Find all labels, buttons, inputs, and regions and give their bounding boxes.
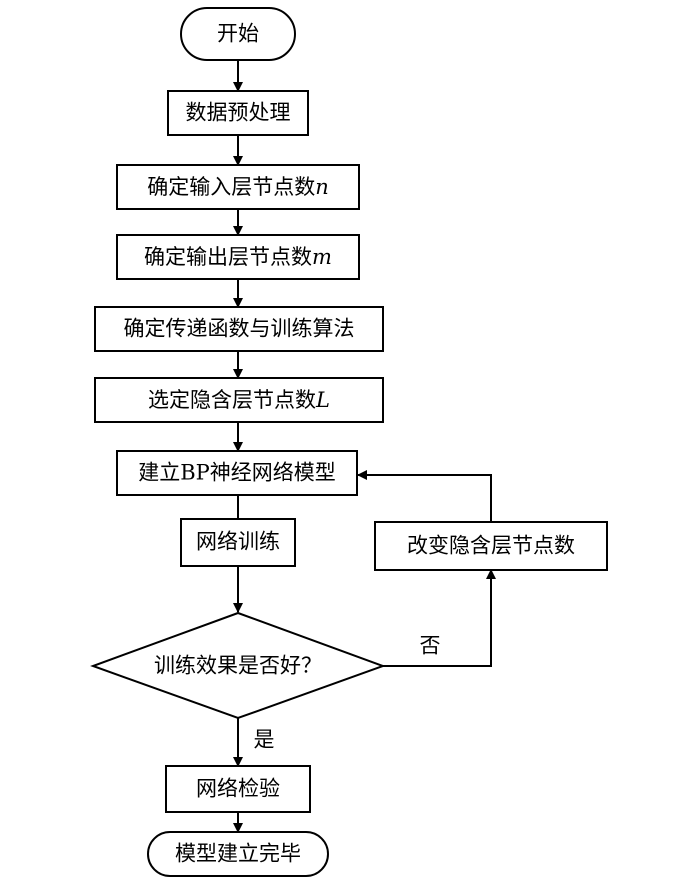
node-end: 模型建立完毕 [147, 831, 329, 877]
node-verify-label: 网络检验 [196, 777, 280, 801]
node-preprocess-label: 数据预处理 [186, 101, 291, 125]
node-preprocess: 数据预处理 [167, 90, 309, 136]
node-input-nodes: 确定输入层节点数n [116, 164, 360, 210]
node-input-nodes-label: 确定输入层节点数n [147, 175, 329, 199]
node-hidden-nodes-text: 选定隐含层节点数 [148, 388, 316, 412]
edge-label-yes: 是 [254, 728, 275, 752]
node-start-label: 开始 [217, 22, 259, 46]
edge-decision-change [383, 569, 496, 667]
node-input-nodes-var: n [315, 175, 329, 199]
node-end-label: 模型建立完毕 [175, 842, 301, 866]
node-output-nodes-var: m [312, 245, 332, 269]
node-hidden-nodes: 选定隐含层节点数L [94, 377, 384, 423]
node-decision-label: 训练效果是否好？ [154, 654, 322, 678]
node-build-model: 建立BP神经网络模型 [116, 450, 358, 496]
edges [233, 60, 496, 833]
node-train-label: 网络训练 [196, 530, 280, 554]
node-hidden-nodes-var: L [315, 388, 330, 412]
edge-label-no: 否 [420, 634, 441, 658]
node-change-hidden: 改变隐含层节点数 [374, 521, 608, 571]
node-output-nodes-label: 确定输出层节点数m [144, 245, 332, 269]
node-build-model-label: 建立BP神经网络模型 [138, 461, 336, 485]
node-start: 开始 [180, 7, 296, 61]
node-output-nodes: 确定输出层节点数m [116, 234, 360, 280]
node-transfer-label: 确定传递函数与训练算法 [124, 317, 355, 341]
node-input-nodes-text: 确定输入层节点数 [147, 175, 315, 199]
node-verify: 网络检验 [165, 765, 311, 813]
node-train: 网络训练 [180, 518, 296, 567]
node-transfer: 确定传递函数与训练算法 [94, 306, 384, 352]
node-hidden-nodes-label: 选定隐含层节点数L [148, 388, 330, 412]
node-output-nodes-text: 确定输出层节点数 [144, 245, 312, 269]
edge-change-build [357, 470, 492, 522]
node-decision: 训练效果是否好？ [90, 611, 386, 720]
node-change-hidden-label: 改变隐含层节点数 [407, 534, 575, 558]
